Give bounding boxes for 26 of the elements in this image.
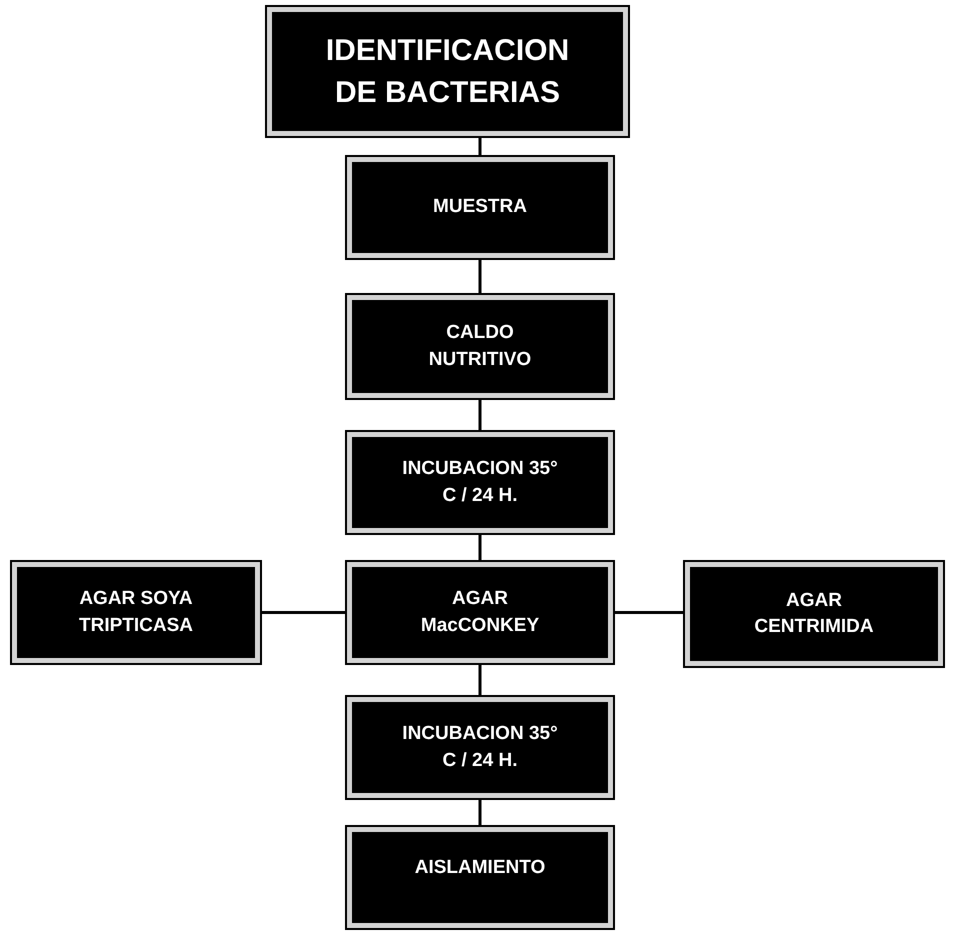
process-box	[10, 560, 262, 665]
box-label: AGAR MacCONKEY	[420, 587, 540, 638]
box-label: INCUBACION 35° C / 24 H.	[401, 722, 559, 772]
process-box	[265, 5, 630, 138]
connector-line	[478, 665, 482, 695]
connector-line	[478, 535, 482, 560]
box-label: INCUBACION 35° C / 24 H.	[401, 457, 559, 508]
box-label: MUESTRA	[433, 195, 527, 220]
box-label: AISLAMIENTO	[414, 856, 546, 880]
connector-line	[478, 260, 482, 293]
process-box	[345, 825, 615, 930]
connector-line	[478, 138, 482, 155]
box-label: IDENTIFICACION DE BACTERIAS	[324, 33, 570, 110]
connector-line	[478, 800, 482, 825]
process-box	[683, 560, 945, 668]
connector-line	[615, 611, 683, 614]
connector-line	[478, 400, 482, 430]
process-box	[345, 695, 615, 800]
box-label: AGAR CENTRIMIDA	[753, 588, 875, 639]
connector-line	[262, 611, 345, 614]
process-box	[345, 293, 615, 400]
process-box	[345, 430, 615, 535]
box-label: CALDO NUTRITIVO	[428, 321, 532, 372]
process-box	[345, 155, 615, 260]
process-box	[345, 560, 615, 665]
box-label: AGAR SOYA TRIPTICASA	[78, 587, 194, 638]
